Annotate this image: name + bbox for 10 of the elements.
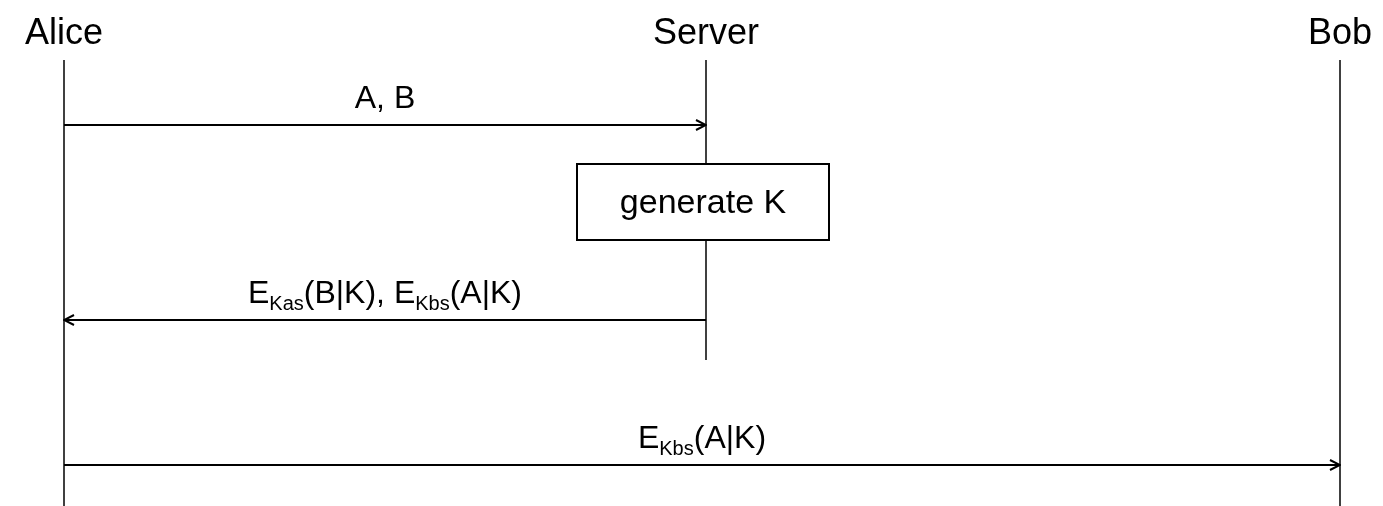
message-arrow — [63, 119, 707, 131]
participant-label: Alice — [25, 12, 103, 52]
edge-label: A, B — [354, 79, 416, 115]
participant-label: Bob — [1307, 12, 1373, 52]
message-arrow — [63, 314, 707, 326]
message-arrow — [63, 459, 1341, 471]
edge-label: E$_{Kas}$(B|K), E$_{Kbs}$(A|K) — [248, 274, 522, 317]
edge-label: E$_{Kbs}$(A|K) — [637, 419, 767, 462]
process-box: generate K — [576, 163, 830, 241]
participant-label: Server — [653, 12, 759, 52]
